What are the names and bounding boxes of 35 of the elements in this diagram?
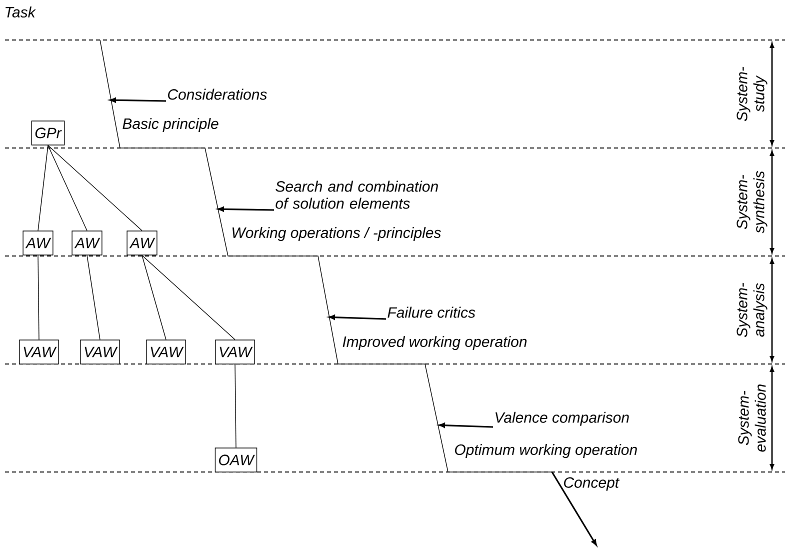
step-label: Basic principle [122,118,218,132]
connector-line [48,145,88,231]
arrow [438,422,494,428]
phase-label: System- synthesis [736,171,768,234]
label-box: VAW [19,340,59,364]
connector-line [142,255,236,340]
step-label: Working operations / -principles [232,227,441,241]
label-box: VAW [146,340,186,364]
label-box: AW [72,230,102,256]
phase-label: System- analysis [736,282,768,338]
label-box: GPr [31,120,65,146]
label-box: AW [22,230,54,256]
connector-line [48,145,142,231]
connector-line [86,255,100,340]
step-label: Search and combination of solution elements [276,180,438,209]
start-label: Task [6,6,36,18]
label-box: OAW [214,448,258,472]
step-label: Failure critics [388,306,476,318]
label-box: VAW [215,340,255,364]
connector-line [234,364,236,448]
arrow [328,314,386,320]
arrow [110,98,166,103]
connector-line [38,145,48,231]
step-label: Valence comparison [496,412,629,426]
label-box: VAW [80,340,120,364]
label-box: AW [126,230,158,256]
connector-line [142,255,166,340]
step-label: Improved working operation [342,336,527,350]
step-label: Concept [564,477,620,491]
step-label: Optimum working operation [455,444,637,458]
connector-line [38,255,40,340]
arrow [218,206,274,212]
phase-label: System- study [736,66,768,122]
phase-label: System- evaluation [738,384,766,452]
step-label: Considerations [168,88,267,100]
